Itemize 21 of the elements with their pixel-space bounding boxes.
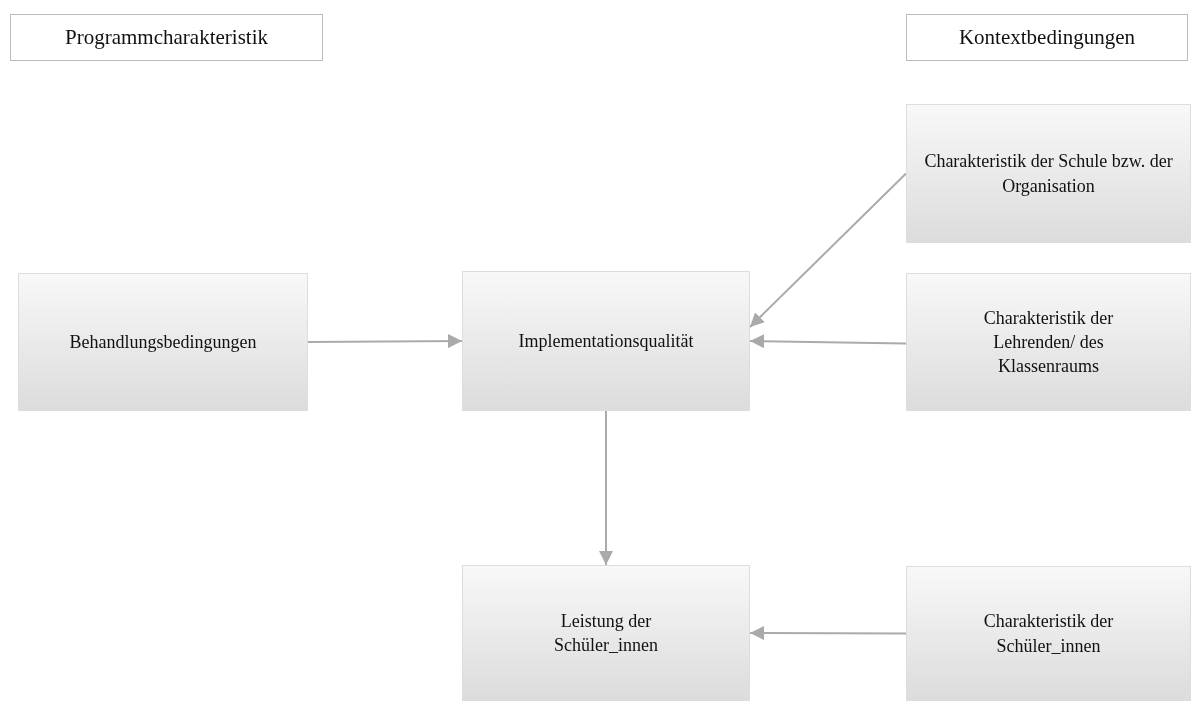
arrow bbox=[749, 172, 907, 328]
arrow bbox=[749, 626, 907, 641]
arrow bbox=[749, 334, 907, 349]
box-label: Implementationsqualität bbox=[518, 329, 694, 353]
process-box bbox=[18, 273, 308, 411]
arrow bbox=[599, 410, 613, 566]
process-box bbox=[906, 104, 1191, 243]
heading-box bbox=[10, 14, 323, 61]
heading-box bbox=[906, 14, 1188, 61]
process-box bbox=[906, 566, 1191, 701]
box-label: Kontextbedingungen bbox=[958, 25, 1136, 50]
box-label: Behandlungsbedingungen bbox=[69, 330, 257, 354]
box-label: Programmcharakteristik bbox=[65, 25, 268, 50]
box-label: Charakteristik der Lehrenden/ des Klassenraums bbox=[982, 306, 1115, 379]
process-box bbox=[462, 271, 750, 411]
box-label: Leistung der Schüler_innen bbox=[553, 609, 659, 657]
box-label: Charakteristik der Schüler_innen bbox=[982, 610, 1115, 658]
process-box bbox=[906, 273, 1191, 411]
box-label: Charakteristik der Schule bzw. der Organisation bbox=[923, 150, 1174, 198]
process-box bbox=[462, 565, 750, 701]
arrow bbox=[307, 334, 463, 349]
